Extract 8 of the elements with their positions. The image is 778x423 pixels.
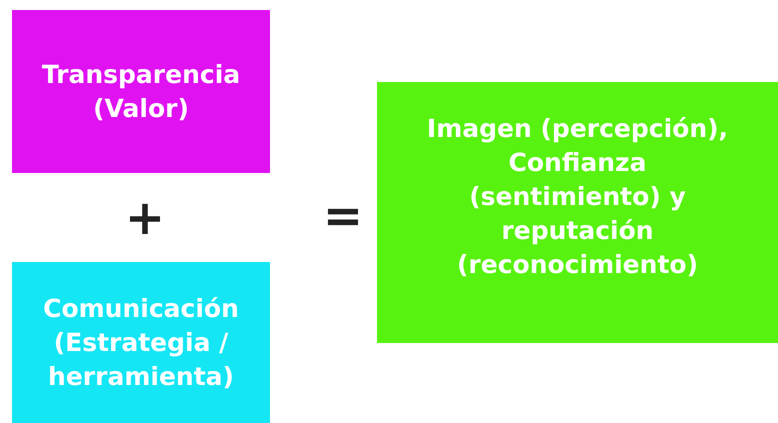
operator-symbol: = (322, 188, 364, 244)
text-box (12, 262, 270, 423)
text-box (12, 10, 270, 173)
box-text: Transparencia (Valor) (40, 58, 242, 124)
box-text: Imagen (percepción), Confianza (sentimiento) y reputación (reconocimiento) (426, 112, 730, 280)
text-box (377, 82, 778, 343)
operator-symbol: + (124, 190, 166, 246)
box-text: Comunicación (Estrategia / herramienta) (42, 292, 240, 392)
